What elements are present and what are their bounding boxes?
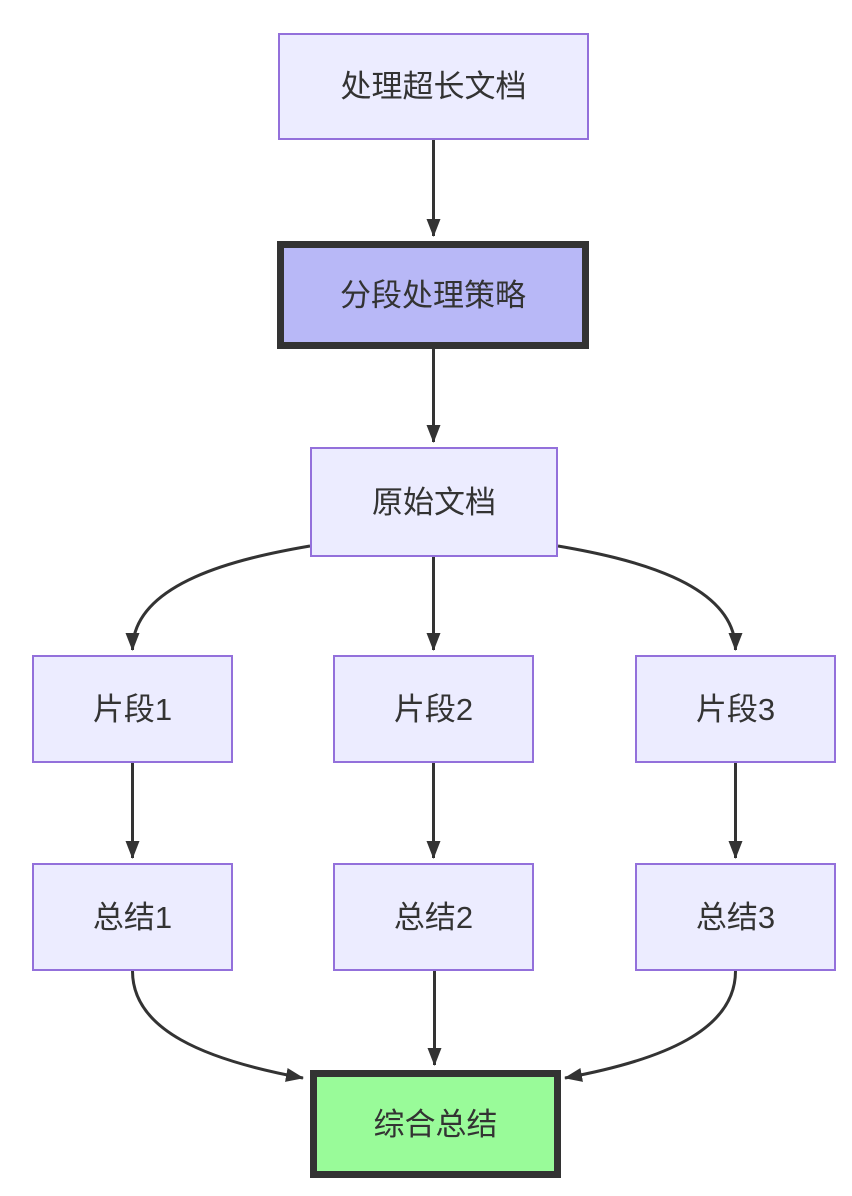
node-fragment-1-label: 片段1 — [92, 691, 173, 727]
node-fragment-3-label: 片段3 — [695, 691, 776, 727]
node-fragment-2-label: 片段2 — [393, 691, 474, 727]
node-process-long-doc-label: 处理超长文档 — [340, 69, 527, 104]
node-summary-2-label: 总结2 — [393, 899, 474, 935]
edge-C-D1 — [125, 544, 311, 651]
edge-E1-F — [131, 970, 304, 1082]
node-final-summary-label: 综合总结 — [373, 1106, 498, 1142]
node-process-long-doc: 处理超长文档 — [278, 33, 589, 140]
node-summary-1: 总结1 — [32, 863, 233, 971]
node-fragment-2: 片段2 — [333, 655, 534, 763]
node-final-summary: 综合总结 — [310, 1070, 561, 1178]
node-summary-3-label: 总结3 — [695, 899, 776, 935]
edge-E3-F — [564, 970, 737, 1082]
edge-C-D3 — [557, 544, 743, 651]
node-fragment-3: 片段3 — [635, 655, 836, 763]
node-summary-1-label: 总结1 — [92, 899, 173, 935]
node-original-doc-label: 原始文档 — [372, 484, 496, 520]
node-segment-strategy-label: 分段处理策略 — [340, 277, 526, 313]
node-summary-3: 总结3 — [635, 863, 836, 971]
node-fragment-1: 片段1 — [32, 655, 233, 763]
node-summary-2: 总结2 — [333, 863, 534, 971]
node-original-doc: 原始文档 — [310, 447, 558, 557]
node-segment-strategy: 分段处理策略 — [277, 241, 589, 349]
